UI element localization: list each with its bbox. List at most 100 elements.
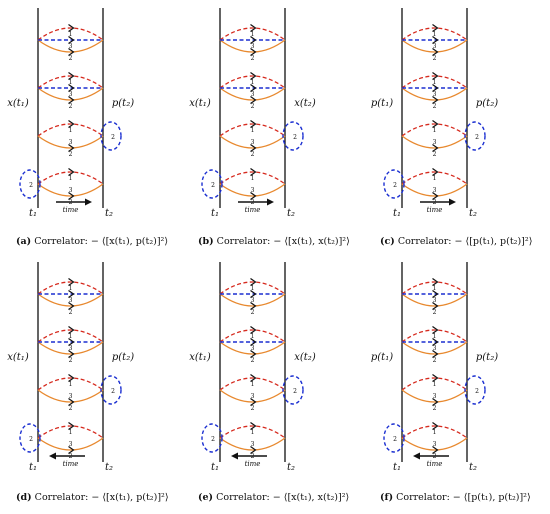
caption-b: (b) Correlator: − ⟨[x(t₁), x(t₂)]²⟩	[198, 236, 350, 247]
line-arrow-icon	[68, 84, 75, 92]
time-label: time	[427, 206, 443, 214]
arc-arrow-icon	[432, 24, 439, 32]
caption-text: Correlator: − ⟨[x(t₁), p(t₂)]²⟩	[34, 236, 169, 247]
red-dashed-arc	[219, 377, 286, 391]
cell-number-bot: 2	[433, 151, 437, 158]
arc-arrow-icon	[68, 398, 75, 406]
cell-number-mid: 3	[433, 297, 437, 304]
right-loop-label: 2	[293, 134, 297, 141]
cell-number-mid: 3	[251, 441, 255, 448]
left-loop	[383, 169, 405, 199]
left-loop-label: 2	[393, 436, 397, 443]
arc-arrow-icon	[68, 302, 75, 310]
left-loop-label: 2	[29, 182, 33, 189]
cell-number-mid: 3	[251, 297, 255, 304]
caption-e: (e) Correlator: − ⟨[x(t₁), x(t₂)]²⟩	[198, 492, 349, 503]
orange-solid-arc	[401, 135, 468, 149]
red-dashed-arc	[219, 75, 286, 89]
cell-number-mid: 3	[69, 139, 73, 146]
arc-arrow-icon	[432, 278, 439, 286]
cell-number-top: 1	[69, 175, 73, 182]
arc-arrow-icon	[432, 144, 439, 152]
arc-arrow-icon	[432, 96, 439, 104]
cell-number-top: 1	[69, 285, 73, 292]
caption-letter: (c)	[380, 236, 395, 247]
arc-arrow-icon	[250, 96, 257, 104]
time-label: time	[63, 206, 79, 214]
red-dashed-arc	[37, 377, 104, 391]
arc-arrow-icon	[250, 144, 257, 152]
left-loop	[19, 423, 41, 453]
cell-number-mid: 3	[251, 139, 255, 146]
line-arrow-icon	[250, 36, 257, 44]
orange-solid-arc	[219, 437, 286, 451]
caption-letter: (a)	[16, 236, 32, 247]
right-loop	[100, 121, 122, 151]
right-loop	[464, 375, 486, 405]
cell-number-mid: 3	[69, 43, 73, 50]
arc-arrow-icon	[432, 192, 439, 200]
arc-arrow-icon	[250, 48, 257, 56]
cell-number-top: 1	[433, 429, 437, 436]
arc-arrow-icon	[250, 326, 257, 334]
orange-solid-arc	[219, 87, 286, 101]
arc-arrow-icon	[68, 374, 75, 382]
t1-label: t₁	[211, 462, 219, 473]
cell-number-bot: 2	[251, 151, 255, 158]
orange-solid-arc	[401, 437, 468, 451]
arc-arrow-icon	[68, 350, 75, 358]
cell-number-mid: 3	[251, 91, 255, 98]
line-arrow-icon	[250, 84, 257, 92]
red-dashed-arc	[219, 171, 286, 185]
t1-label: t₁	[29, 208, 37, 219]
cell-number-bot: 2	[69, 151, 73, 158]
cell-number-top: 1	[433, 31, 437, 38]
orange-solid-arc	[219, 135, 286, 149]
cell-number-mid: 3	[251, 393, 255, 400]
line-arrow-icon	[68, 290, 75, 298]
arc-arrow-icon	[432, 398, 439, 406]
cell-number-top: 1	[251, 175, 255, 182]
orange-solid-arc	[37, 135, 104, 149]
orange-solid-arc	[401, 183, 468, 197]
red-dashed-arc	[37, 123, 104, 137]
orange-solid-arc	[219, 183, 286, 197]
cell-number-bot: 2	[433, 309, 437, 316]
caption-text: Correlator: − ⟨[x(t₁), p(t₂)]²⟩	[34, 492, 169, 503]
time-label: time	[63, 460, 79, 468]
caption-text: Correlator: − ⟨[x(t₁), x(t₂)]²⟩	[216, 236, 350, 247]
t2-label: t₂	[469, 462, 477, 473]
arc-arrow-icon	[250, 398, 257, 406]
right-loop-label: 2	[111, 134, 115, 141]
left-loop-label: 2	[393, 182, 397, 189]
left-loop	[383, 423, 405, 453]
red-dashed-arc	[37, 27, 104, 41]
orange-solid-arc	[219, 341, 286, 355]
line-arrow-icon	[432, 84, 439, 92]
cell-number-bot: 2	[433, 55, 437, 62]
red-dashed-arc	[401, 171, 468, 185]
cell-number-bot: 2	[251, 309, 255, 316]
red-dashed-arc	[219, 123, 286, 137]
caption-a: (a) Correlator: − ⟨[x(t₁), p(t₂)]²⟩	[16, 236, 168, 247]
arc-arrow-icon	[250, 446, 257, 454]
t2-label: t₂	[287, 208, 295, 219]
left-loop	[19, 169, 41, 199]
t2-label: t₂	[105, 462, 113, 473]
arc-arrow-icon	[250, 168, 257, 176]
cell-number-mid: 3	[433, 187, 437, 194]
t2-label: t₂	[287, 462, 295, 473]
time-arrow-head-icon	[449, 198, 456, 206]
arc-arrow-icon	[68, 96, 75, 104]
orange-solid-arc	[401, 389, 468, 403]
left-operator-label: x(t₁)	[7, 352, 29, 363]
red-dashed-arc	[37, 171, 104, 185]
caption-f: (f) Correlator: − ⟨[p(t₁), p(t₂)]²⟩	[380, 492, 531, 503]
arc-arrow-icon	[250, 278, 257, 286]
time-arrow-head-icon	[231, 452, 238, 460]
time-arrow-head-icon	[267, 198, 274, 206]
cell-number-bot: 2	[251, 103, 255, 110]
left-operator-label: x(t₁)	[7, 98, 29, 109]
